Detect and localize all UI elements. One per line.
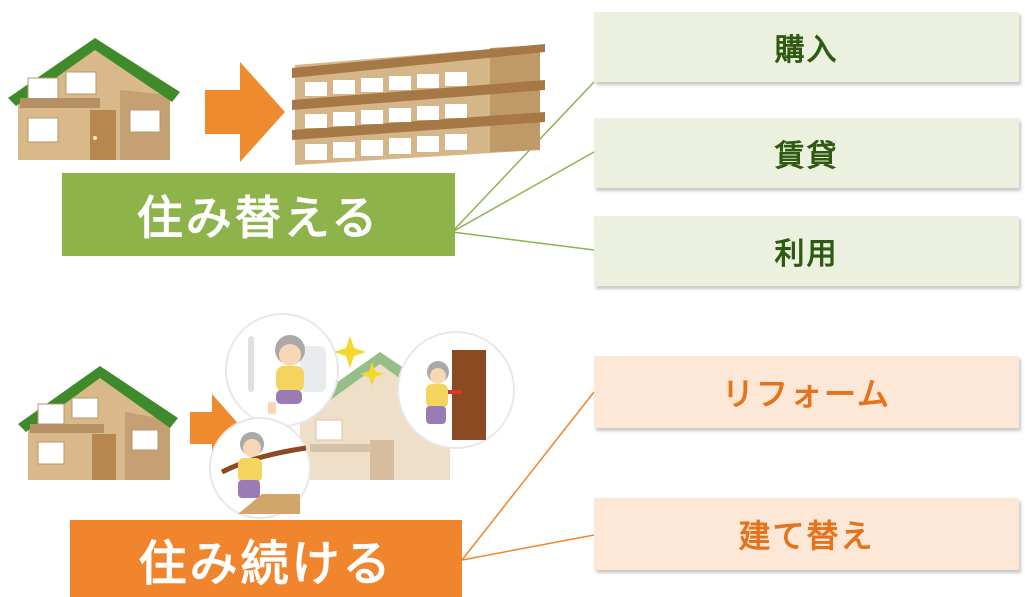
move-label: 住み替える [62,173,455,256]
option-rent-text: 賃貸 [774,139,839,174]
top-connectors [451,81,595,251]
option-purchase: 購入 [594,12,1019,82]
option-use-text: 利用 [774,237,839,272]
option-rent: 賃貸 [594,118,1019,188]
connector-reform [461,391,595,561]
option-rebuild: 建て替え [594,498,1019,570]
stay-label: 住み続ける [70,520,462,597]
right-arrow-icon [190,394,242,462]
stay-label-text: 住み続ける [138,535,394,592]
apartment-icon [292,44,545,165]
right-arrow-icon [205,62,285,162]
sparkle-icon [334,336,384,386]
move-label-text: 住み替える [136,190,381,245]
toilet-handrail-illustration [225,313,339,427]
option-reform-text: リフォーム [721,375,892,413]
connector-rent [451,151,595,233]
connector-rebuild [461,534,595,561]
option-purchase-text: 購入 [774,33,839,68]
option-reform: リフォーム [594,356,1019,428]
stair-handrail-illustration [209,417,311,519]
house-icon [8,38,180,160]
option-rebuild-text: 建て替え [738,517,875,555]
option-use: 利用 [594,216,1019,286]
house-icon [18,366,178,480]
connector-purchase [451,81,595,233]
bottom-connectors [461,391,595,561]
connector-use [451,231,595,251]
door-handrail-illustration [397,331,515,449]
